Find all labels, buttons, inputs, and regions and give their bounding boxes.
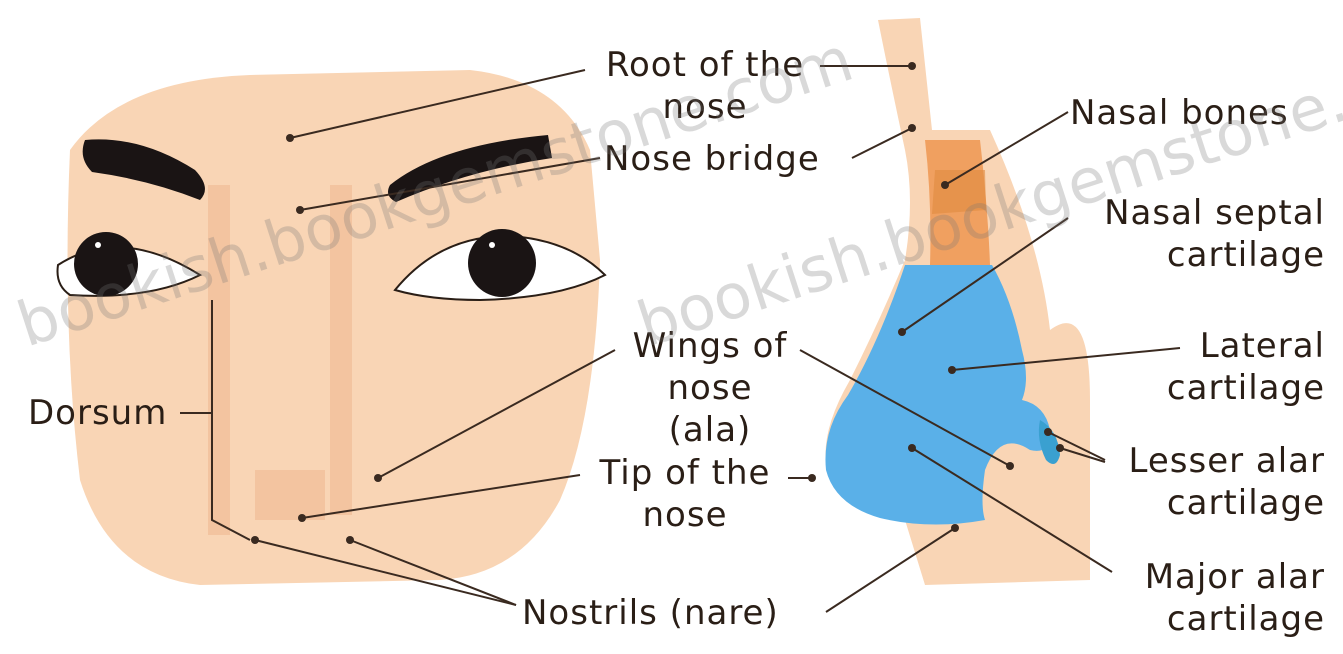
leader-bridge-side (852, 128, 912, 158)
label-root-of-nose: Root of the nose (585, 44, 825, 128)
label-nostrils: Nostrils (nare) (522, 592, 779, 634)
label-nasal-septal-cartilage: Nasal septal cartilage (1060, 192, 1325, 276)
face-front-view (58, 70, 606, 585)
label-wings-of-nose: Wings of nose (ala) (605, 325, 815, 451)
label-lateral-cartilage: Lateral cartilage (1120, 325, 1325, 409)
label-nose-bridge: Nose bridge (604, 138, 820, 180)
label-lesser-alar-cartilage: Lesser alar cartilage (1100, 440, 1325, 524)
label-dorsum: Dorsum (28, 392, 167, 434)
nose-tip-shade (255, 470, 325, 520)
nose-side-view (825, 18, 1090, 585)
nose-shade-right (330, 185, 352, 515)
label-tip-of-nose: Tip of the nose (575, 452, 795, 536)
label-major-alar-cartilage: Major alar cartilage (1105, 556, 1325, 640)
label-nasal-bones: Nasal bones (1070, 92, 1289, 134)
